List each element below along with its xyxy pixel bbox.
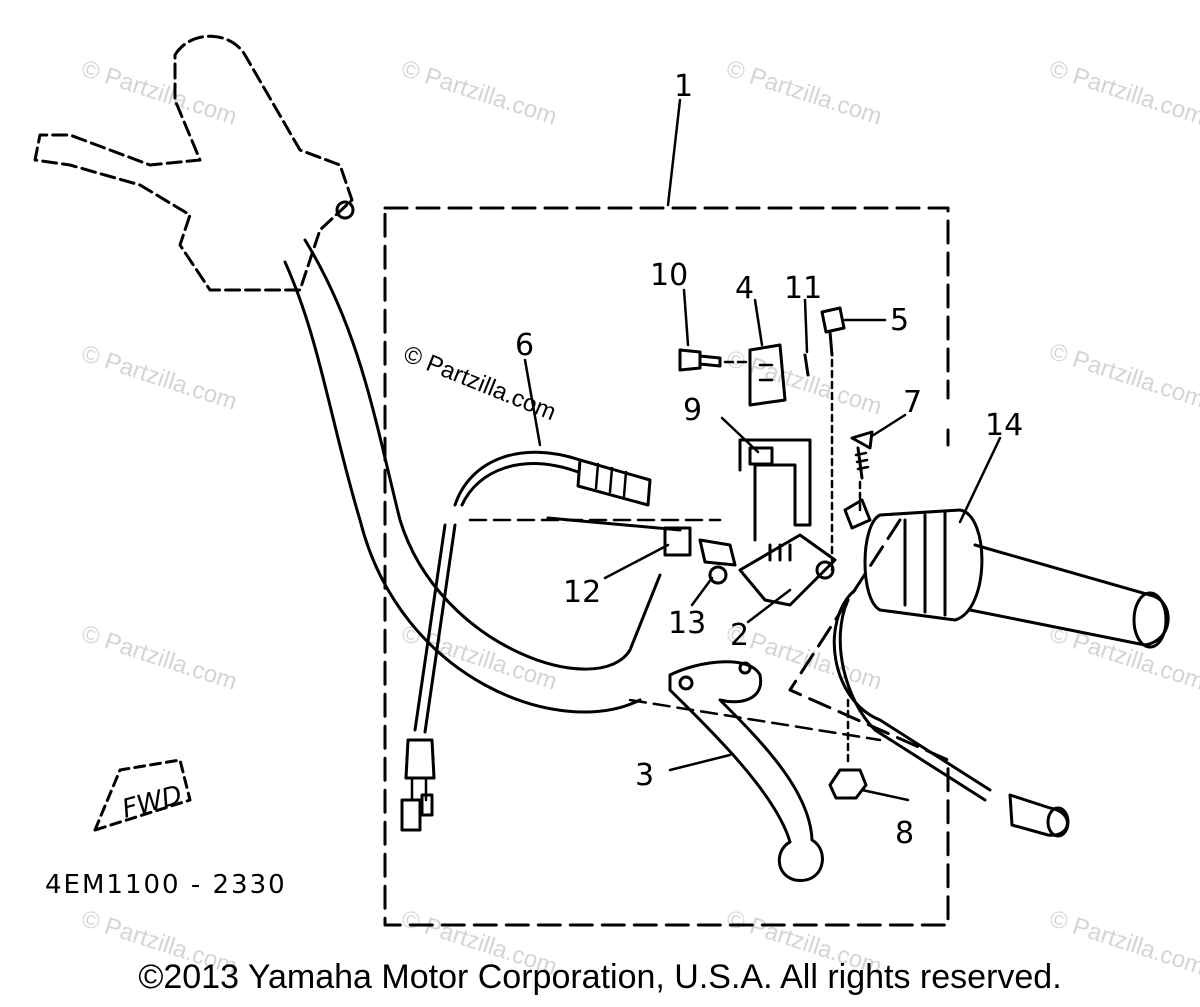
watermark: © Partzilla.com (78, 55, 240, 131)
callout-3: 3 (635, 758, 654, 793)
fwd-indicator: FWD (93, 758, 192, 832)
right-grip (863, 508, 1170, 649)
handlebar (283, 238, 882, 742)
callout-4: 4 (735, 271, 754, 306)
callouts: 1 2 3 4 5 6 7 8 9 10 11 12 13 14 (515, 69, 1023, 851)
watermark-center: © Partzilla.com (400, 341, 560, 427)
copyright-notice: ©2013 Yamaha Motor Corporation, U.S.A. A… (138, 958, 1062, 996)
left-grip-assembly (33, 34, 355, 292)
watermark-layer: © Partzilla.com © Partzilla.com © Partzi… (78, 55, 1200, 981)
callout-2: 2 (730, 618, 749, 653)
callout-8: 8 (895, 816, 914, 851)
watermark: © Partzilla.com (78, 340, 240, 416)
adjuster (663, 526, 737, 585)
callout-6: 6 (515, 328, 534, 363)
leader-lines (523, 98, 1002, 802)
callout-10: 10 (650, 258, 688, 293)
assembly-box (383, 206, 950, 927)
watermark: © Partzilla.com (1046, 620, 1200, 696)
callout-1: 1 (674, 69, 693, 104)
callout-5: 5 (890, 303, 909, 338)
watermark: © Partzilla.com (398, 55, 560, 131)
callout-14: 14 (985, 408, 1023, 443)
watermark: © Partzilla.com (723, 55, 885, 131)
switch-part (748, 343, 787, 407)
diagram-code: 4EM1100 - 2330 (45, 870, 287, 900)
callout-13: 13 (668, 606, 706, 641)
callout-9: 9 (683, 393, 702, 428)
watermark: © Partzilla.com (1046, 55, 1200, 131)
hardware (678, 306, 874, 572)
watermark: © Partzilla.com (78, 620, 240, 696)
watermark: © Partzilla.com (1046, 338, 1200, 414)
callout-12: 12 (563, 575, 601, 610)
callout-11: 11 (784, 271, 822, 306)
lever (668, 660, 824, 882)
callout-7: 7 (903, 385, 922, 420)
fwd-label: FWD (119, 780, 185, 825)
right-cable (828, 588, 1070, 838)
cable (400, 450, 682, 832)
